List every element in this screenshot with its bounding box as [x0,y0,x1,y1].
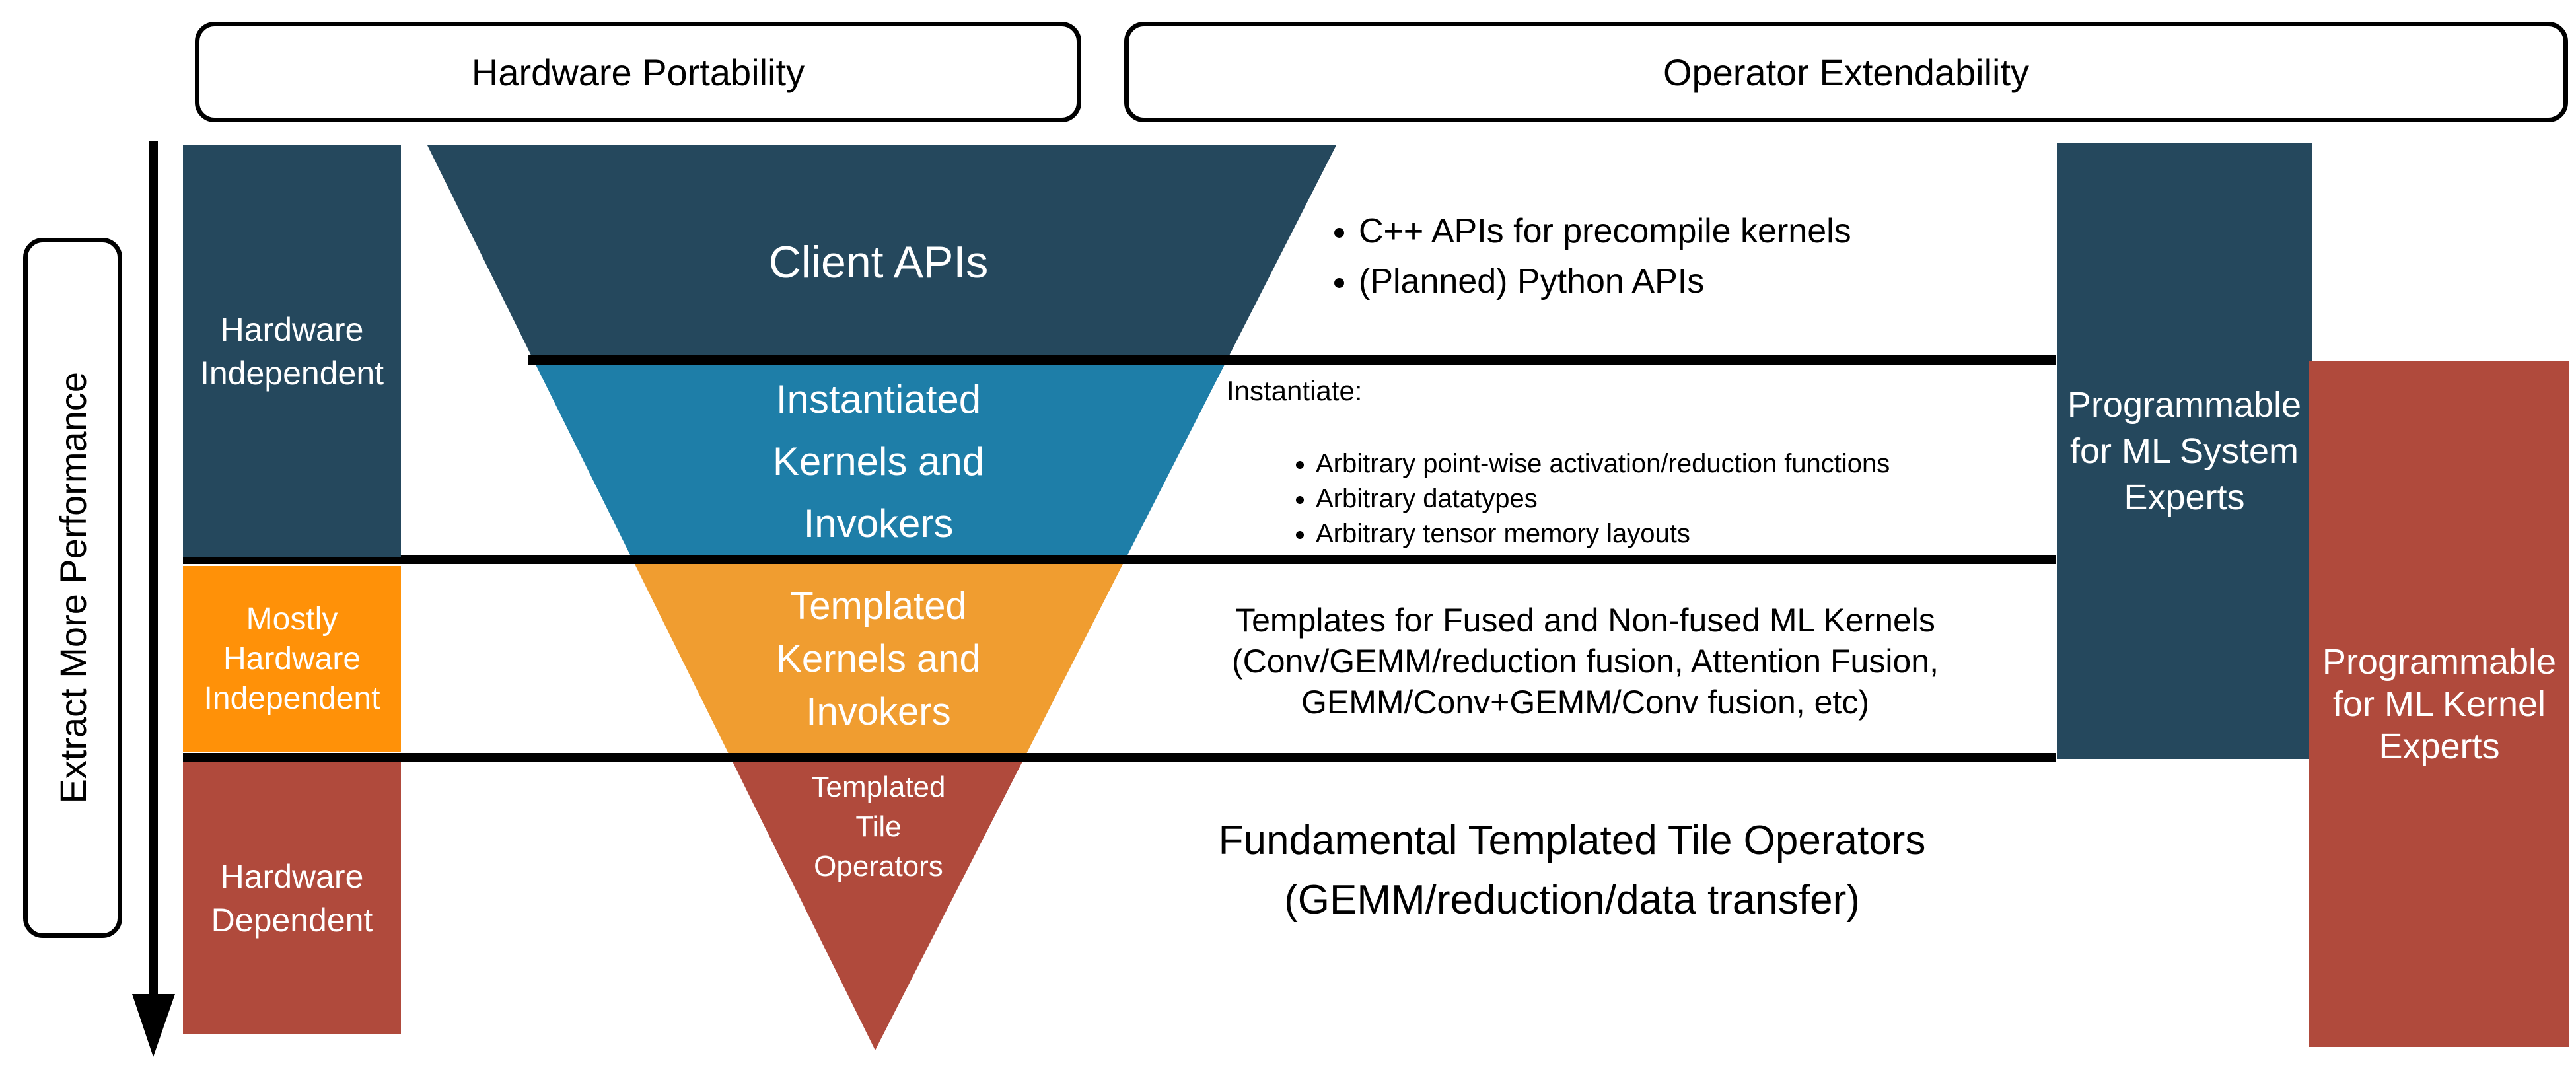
bullet-cpp-apis: C++ APIs for precompile kernels [1359,206,1851,256]
hardware-portability-label: Hardware Portability [471,51,805,93]
programmable-ml-system-experts-box: Programmable for ML System Experts [2057,143,2312,759]
performance-arrow-shaft [149,141,158,1000]
funnel-layer-client-apis [427,145,1336,363]
hardware-dependent-box: Hardware Dependent [183,762,401,1034]
hardware-independent-box: Hardware Independent [183,145,401,557]
separator-line-2 [183,555,2056,564]
hardware-portability-box: Hardware Portability [195,22,1081,122]
templated-tile-operators-label: Templated Tile Operators [811,771,946,882]
operator-extendability-label: Operator Extendability [1663,51,2030,93]
bullet-arbitrary-layouts: Arbitrary tensor memory layouts [1316,517,1890,552]
instantiate-heading: Instantiate: [1227,375,1363,406]
programmable-ml-kernel-experts-box: Programmable for ML Kernel Experts [2309,361,2569,1047]
client-apis-bullet-list: C++ APIs for precompile kernels (Planned… [1318,206,1851,306]
bullet-arbitrary-datatypes: Arbitrary datatypes [1316,482,1890,517]
mostly-hardware-independent-box: Mostly Hardware Independent [183,566,401,752]
funnel-layer-templated-tile-operators [731,758,1024,1050]
templated-kernels-label: Templated Kernels and Invokers [776,585,981,733]
instantiated-kernels-label: Instantiated Kernels and Invokers [772,377,985,546]
instantiate-bullet-list: Arbitrary point-wise activation/reductio… [1275,447,1890,552]
operator-extendability-box: Operator Extendability [1124,22,2568,122]
client-apis-label: Client APIs [768,237,989,287]
bullet-arbitrary-activation: Arbitrary point-wise activation/reductio… [1316,447,1890,482]
performance-arrow-head [132,994,175,1057]
separator-line-1 [528,355,2056,365]
funnel-layer-templated-kernels [633,560,1125,758]
templates-description: Templates for Fused and Non-fused ML Ker… [1232,602,1939,721]
funnel-layer-instantiated-kernels [535,363,1225,560]
extract-more-performance-box: Extract More Performance [23,238,122,938]
bullet-python-apis: (Planned) Python APIs [1359,256,1851,306]
fundamental-tile-operators-description: Fundamental Templated Tile Operators (GE… [1218,818,1926,923]
separator-line-3 [183,753,2056,762]
